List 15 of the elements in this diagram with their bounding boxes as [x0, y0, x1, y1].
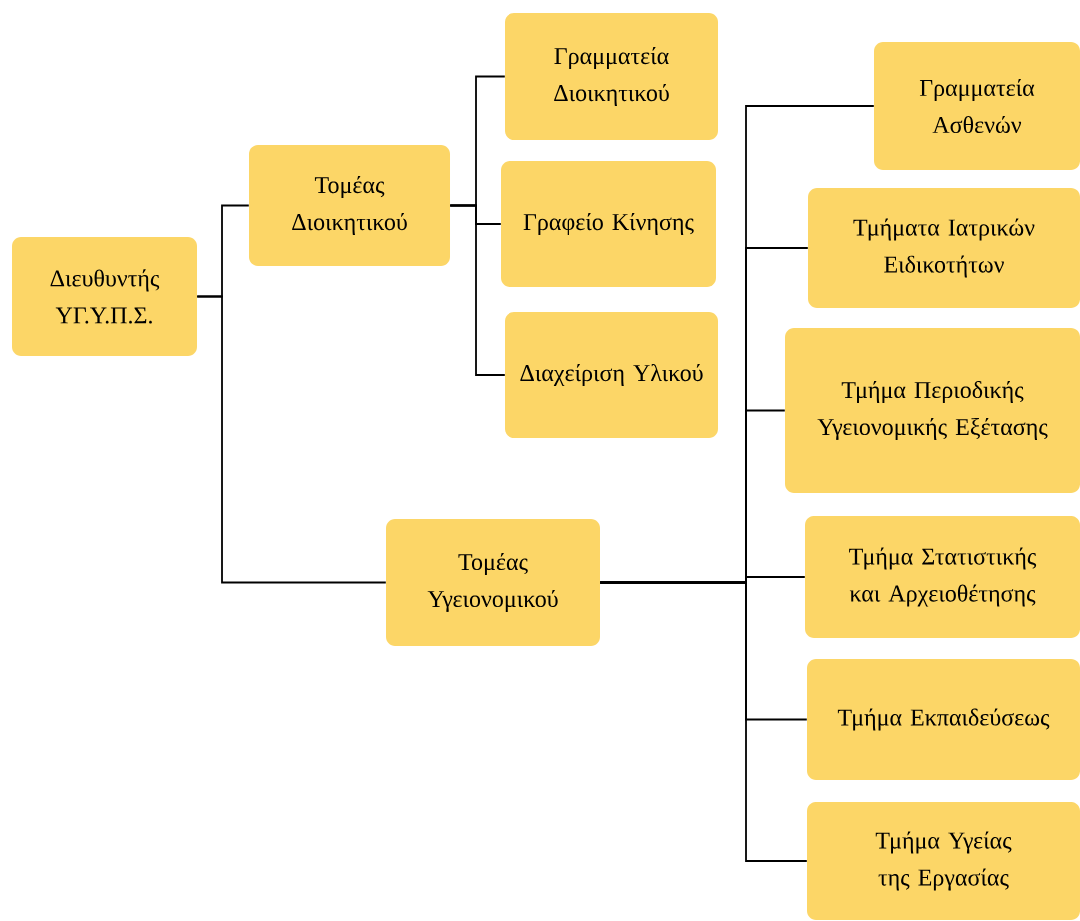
connector-line [599, 581, 808, 862]
org-box: Τμήμα Περιοδικής Υγειονομικής Εξέτασης [785, 328, 1080, 493]
connector-line [196, 295, 387, 584]
org-box: Γραφείο Κίνησης [501, 161, 716, 287]
org-box: Τμήματα Ιατρικών Ειδικοτήτων [808, 188, 1080, 308]
org-box: Τμήμα Εκπαιδεύσεως [807, 659, 1080, 780]
connector-line [449, 204, 506, 376]
org-box: Γραμματεία Διοικητικού [505, 13, 718, 140]
org-box: Διευθυντής ΥΓ.Υ.Π.Σ. [12, 237, 197, 356]
org-box: Τμήμα Στατιστικής και Αρχειοθέτησης [805, 516, 1080, 638]
org-box: Τομέας Υγειονομικού [386, 519, 600, 646]
org-box: Τμήμα Υγείας της Εργασίας [807, 802, 1080, 920]
org-box: Τομέας Διοικητικού [249, 145, 450, 266]
org-box: Διαχείριση Υλικού [505, 312, 718, 438]
org-box: Γραμματεία Ασθενών [874, 42, 1080, 170]
